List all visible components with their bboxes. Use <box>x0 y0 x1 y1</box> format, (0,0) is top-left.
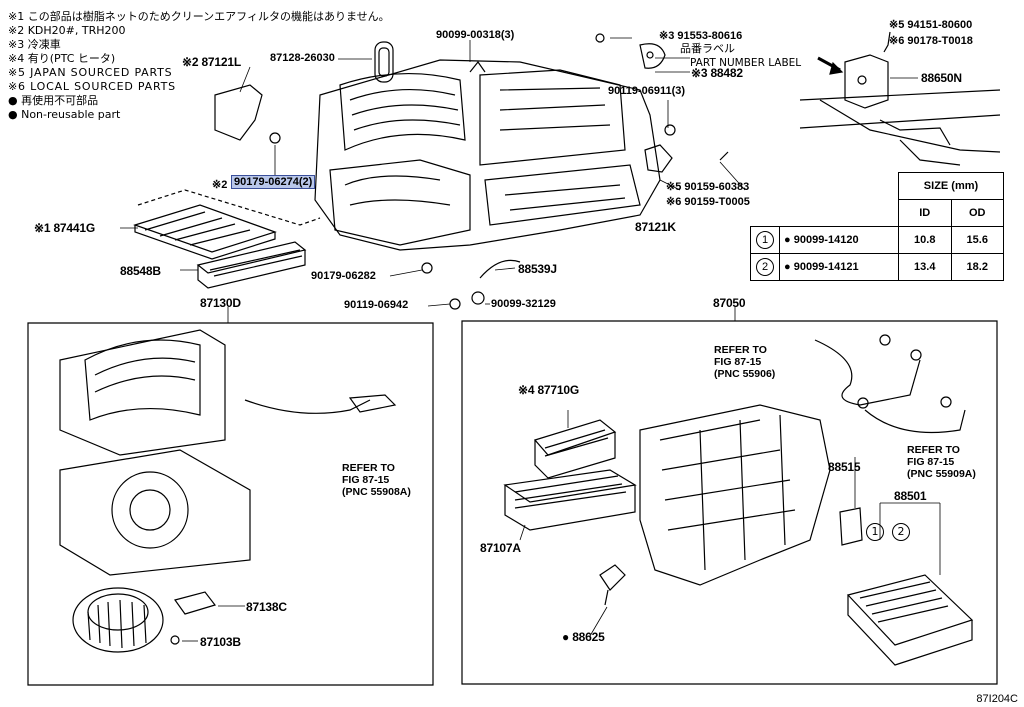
part-90178-t0018[interactable]: ※6 90178-T0018 <box>889 35 973 47</box>
size-row-2-id: 13.4 <box>898 253 952 281</box>
part-87103b[interactable]: 87103B <box>200 635 241 649</box>
part-90159-t0005[interactable]: ※6 90159-T0005 <box>666 196 750 208</box>
part-88548b[interactable]: 88548B <box>120 264 161 278</box>
valve-88515 <box>840 508 862 545</box>
part-87128-26030[interactable]: 87128-26030 <box>270 52 335 64</box>
marker-1: 1 <box>866 520 884 541</box>
part-90119-06942[interactable]: 90119-06942 <box>344 299 409 311</box>
size-row-1-part[interactable]: ● 90099-14120 <box>779 226 899 254</box>
resistor-87138c <box>175 592 215 614</box>
notes-list: ※1 この部品は樹脂ネットのためクリーンエアフィルタの機能はありません。 ※2 … <box>8 10 390 122</box>
part-87130d[interactable]: 87130D <box>200 296 241 310</box>
size-col-id: ID <box>898 199 952 227</box>
size-row-1-od: 15.6 <box>950 226 1004 254</box>
part-90179-06282[interactable]: 90179-06282 <box>311 270 376 282</box>
wire-55909a <box>865 410 965 433</box>
size-row-2-od: 18.2 <box>950 253 1004 281</box>
note-5: ※5 JAPAN SOURCED PARTS <box>8 66 173 79</box>
note-1: ※1 この部品は樹脂ネットのためクリーンエアフィルタの機能はありません。 <box>8 10 390 23</box>
heater-core-87107a <box>505 470 635 530</box>
refer-55909a[interactable]: REFER TO FIG 87-15 (PNC 55909A) <box>907 444 976 480</box>
part-87138c[interactable]: 87138C <box>246 600 287 614</box>
refer-55906[interactable]: REFER TO FIG 87-15 (PNC 55906) <box>714 344 776 380</box>
part-90119-06911[interactable]: 90119-06911(3) <box>608 85 686 97</box>
part-87050[interactable]: 87050 <box>713 296 746 310</box>
size-col-od: OD <box>950 199 1004 227</box>
evaporator-88501 <box>848 575 972 665</box>
part-87441g[interactable]: ※1 87441G <box>34 221 95 235</box>
bracket-87121l <box>215 85 262 140</box>
part-87121k[interactable]: 87121K <box>635 220 676 234</box>
part-number-label: PART NUMBER LABEL <box>690 57 802 69</box>
size-row-2-part[interactable]: ● 90099-14121 <box>779 253 899 281</box>
part-88650n[interactable]: 88650N <box>921 71 962 85</box>
hose-88539j <box>480 260 520 278</box>
part-87107a[interactable]: 87107A <box>480 541 521 555</box>
box-87130d <box>28 323 433 685</box>
part-88539j[interactable]: 88539J <box>518 262 557 276</box>
wire-55906 <box>815 340 920 405</box>
size-row-1-id: 10.8 <box>898 226 952 254</box>
note-2: ※2 KDH20#, TRH200 <box>8 24 126 37</box>
part-87710g[interactable]: ※4 87710G <box>518 383 579 397</box>
part-90159-60383[interactable]: ※5 90159-60383 <box>666 181 750 193</box>
part-88625-number: 88625 <box>572 630 605 644</box>
filter-88548b <box>198 242 305 288</box>
blower-motor <box>73 588 163 652</box>
heater-unit-87050 <box>640 405 830 585</box>
part-87121l[interactable]: ※2 87121L <box>182 55 241 69</box>
note-3: ※3 冷凍車 <box>8 38 61 51</box>
diagram-id: 87I204C <box>976 693 1018 705</box>
part-88482[interactable]: ※3 88482 <box>691 66 743 80</box>
part-88625[interactable]: ● 88625 <box>562 630 605 644</box>
part-94151-80600[interactable]: ※5 94151-80600 <box>889 19 973 31</box>
part-88515[interactable]: 88515 <box>828 460 861 474</box>
part-90179-06274[interactable]: 90179-06274(2) <box>230 175 316 189</box>
size-row-1: 1 ● 90099-14120 10.8 15.6 <box>750 226 1004 254</box>
refer-55908a[interactable]: REFER TO FIG 87-15 (PNC 55908A) <box>342 462 411 498</box>
blower-case <box>60 330 250 575</box>
note-4: ※4 有り(PTC ヒータ) <box>8 52 116 65</box>
marker-2: 2 <box>892 520 910 541</box>
label-jp: 品番ラベル <box>680 42 735 55</box>
size-table: SIZE (mm) ID OD 1 ● 90099-14120 10.8 15.… <box>750 172 1004 281</box>
heater-unit-assembly <box>315 42 660 250</box>
size-table-title: SIZE (mm) <box>898 172 1004 200</box>
module-88650n <box>800 32 1000 165</box>
part-91553-80616[interactable]: ※3 91553-80616 <box>659 30 743 42</box>
part-90099-32129[interactable]: 90099-32129 <box>491 298 556 310</box>
note-6: ※6 LOCAL SOURCED PARTS <box>8 80 176 93</box>
air-filter <box>135 205 275 259</box>
part-90099-00318[interactable]: 90099-00318(3) <box>436 29 515 41</box>
wire-harness-left <box>245 400 370 413</box>
mark-90179-06274: ※2 <box>212 179 228 191</box>
note-7: ● 再使用不可部品 <box>8 94 99 107</box>
box-87050 <box>462 321 997 684</box>
note-8: ● Non-reusable part <box>8 108 121 121</box>
ptc-heater <box>535 420 615 478</box>
non-reusable-bullet: ● <box>562 630 570 644</box>
sensor-88625 <box>600 565 625 590</box>
size-row-2: 2 ● 90099-14121 13.4 18.2 <box>750 253 1004 281</box>
part-88501[interactable]: 88501 <box>894 489 927 503</box>
bracket-87121k <box>645 145 672 172</box>
